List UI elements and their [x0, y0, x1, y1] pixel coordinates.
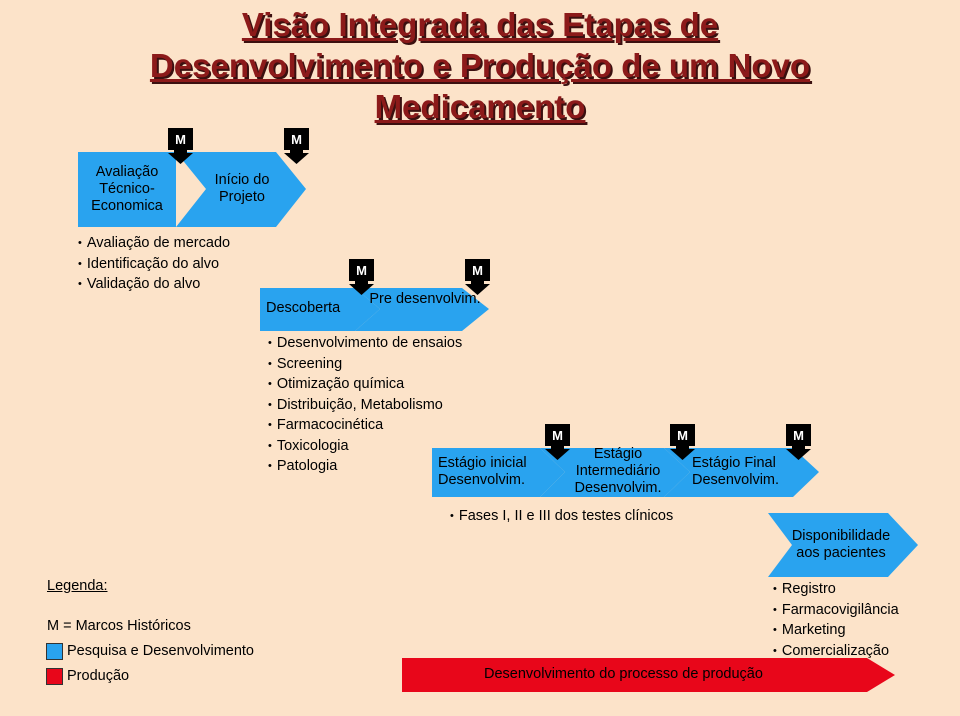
- milestone-marker: M: [670, 424, 695, 460]
- list-item: Distribuição, Metabolismo: [268, 395, 462, 416]
- list-item: Avaliação de mercado: [78, 233, 230, 254]
- milestone-marker: M: [545, 424, 570, 460]
- list-item: Toxicologia: [268, 436, 462, 457]
- list-item: Identificação do alvo: [78, 254, 230, 275]
- list-item: Otimização química: [268, 374, 462, 395]
- legend-prod-label: Produção: [67, 668, 130, 684]
- milestone-marker: M: [349, 259, 374, 295]
- list-item: Patologia: [268, 456, 462, 477]
- milestone-marker: M: [465, 259, 490, 295]
- list-item: Marketing: [773, 620, 899, 641]
- title-line: Medicamento: [374, 88, 586, 125]
- page-title: Visão Integrada das Etapas de Desenvolvi…: [40, 4, 920, 127]
- list-item: Validação do alvo: [78, 274, 230, 295]
- list-item: Fases I, II e III dos testes clínicos: [450, 506, 673, 527]
- production-bar-shape: [402, 658, 895, 692]
- list-item: Desenvolvimento de ensaios: [268, 333, 462, 354]
- stage-final-shape: [664, 448, 819, 497]
- stage-final-label: Estágio Final Desenvolvim.: [692, 455, 780, 488]
- stage-pre-label: Pre desenvolvim.: [369, 291, 481, 307]
- milestone-marker: M: [168, 128, 193, 164]
- legend-prod-swatch: [46, 668, 63, 685]
- svg-text:M: M: [793, 428, 804, 443]
- stage-inicio-shape: [176, 152, 306, 227]
- list-item: Registro: [773, 579, 899, 600]
- stage-avaliacao-label: Avaliação Técnico- Economica: [91, 164, 163, 214]
- milestone-marker: M: [786, 424, 811, 460]
- legend-pd-label: Pesquisa e Desenvolvimento: [67, 643, 254, 659]
- stage-descoberta-shape: [260, 288, 380, 331]
- svg-text:M: M: [291, 132, 302, 147]
- list-item: Screening: [268, 354, 462, 375]
- stage-intermediario-label: Estágio Intermediário Desenvolvim.: [574, 446, 662, 496]
- list-item: Comercialização: [773, 641, 899, 662]
- stage-avaliacao-shape: [78, 152, 176, 227]
- svg-text:M: M: [356, 263, 367, 278]
- legend-marcos: M = Marcos Históricos: [47, 618, 191, 634]
- legend-pd-swatch: [46, 643, 63, 660]
- svg-text:M: M: [175, 132, 186, 147]
- svg-text:M: M: [472, 263, 483, 278]
- stage-disponibilidade-shape: [768, 513, 918, 577]
- stage-inicial-shape: [432, 448, 565, 497]
- stage-intermediario-shape: [540, 448, 690, 497]
- list-item: Farmacovigilância: [773, 600, 899, 621]
- preclinical-list: Desenvolvimento de ensaios Screening Oti…: [268, 333, 462, 477]
- clinical-list: Fases I, II e III dos testes clínicos: [450, 506, 673, 527]
- stage-disponibilidade-label: Disponibilidade aos pacientes: [791, 528, 891, 561]
- title-line: Visão Integrada das Etapas de: [241, 6, 719, 43]
- stage-descoberta-label: Descoberta: [266, 300, 341, 316]
- stage-inicio-label: Início do Projeto: [214, 172, 270, 205]
- market-list: Avaliação de mercado Identificação do al…: [78, 233, 230, 295]
- post-list: Registro Farmacovigilância Marketing Com…: [773, 579, 899, 661]
- list-item: Farmacocinética: [268, 415, 462, 436]
- legend-title: Legenda:: [47, 578, 108, 594]
- svg-text:M: M: [677, 428, 688, 443]
- stage-pre-shape: [355, 288, 489, 331]
- production-bar-label: Desenvolvimento do processo de produção: [484, 666, 763, 682]
- milestone-marker: M: [284, 128, 309, 164]
- title-line: Desenvolvimento e Produção de um Novo: [149, 47, 811, 84]
- svg-text:M: M: [552, 428, 563, 443]
